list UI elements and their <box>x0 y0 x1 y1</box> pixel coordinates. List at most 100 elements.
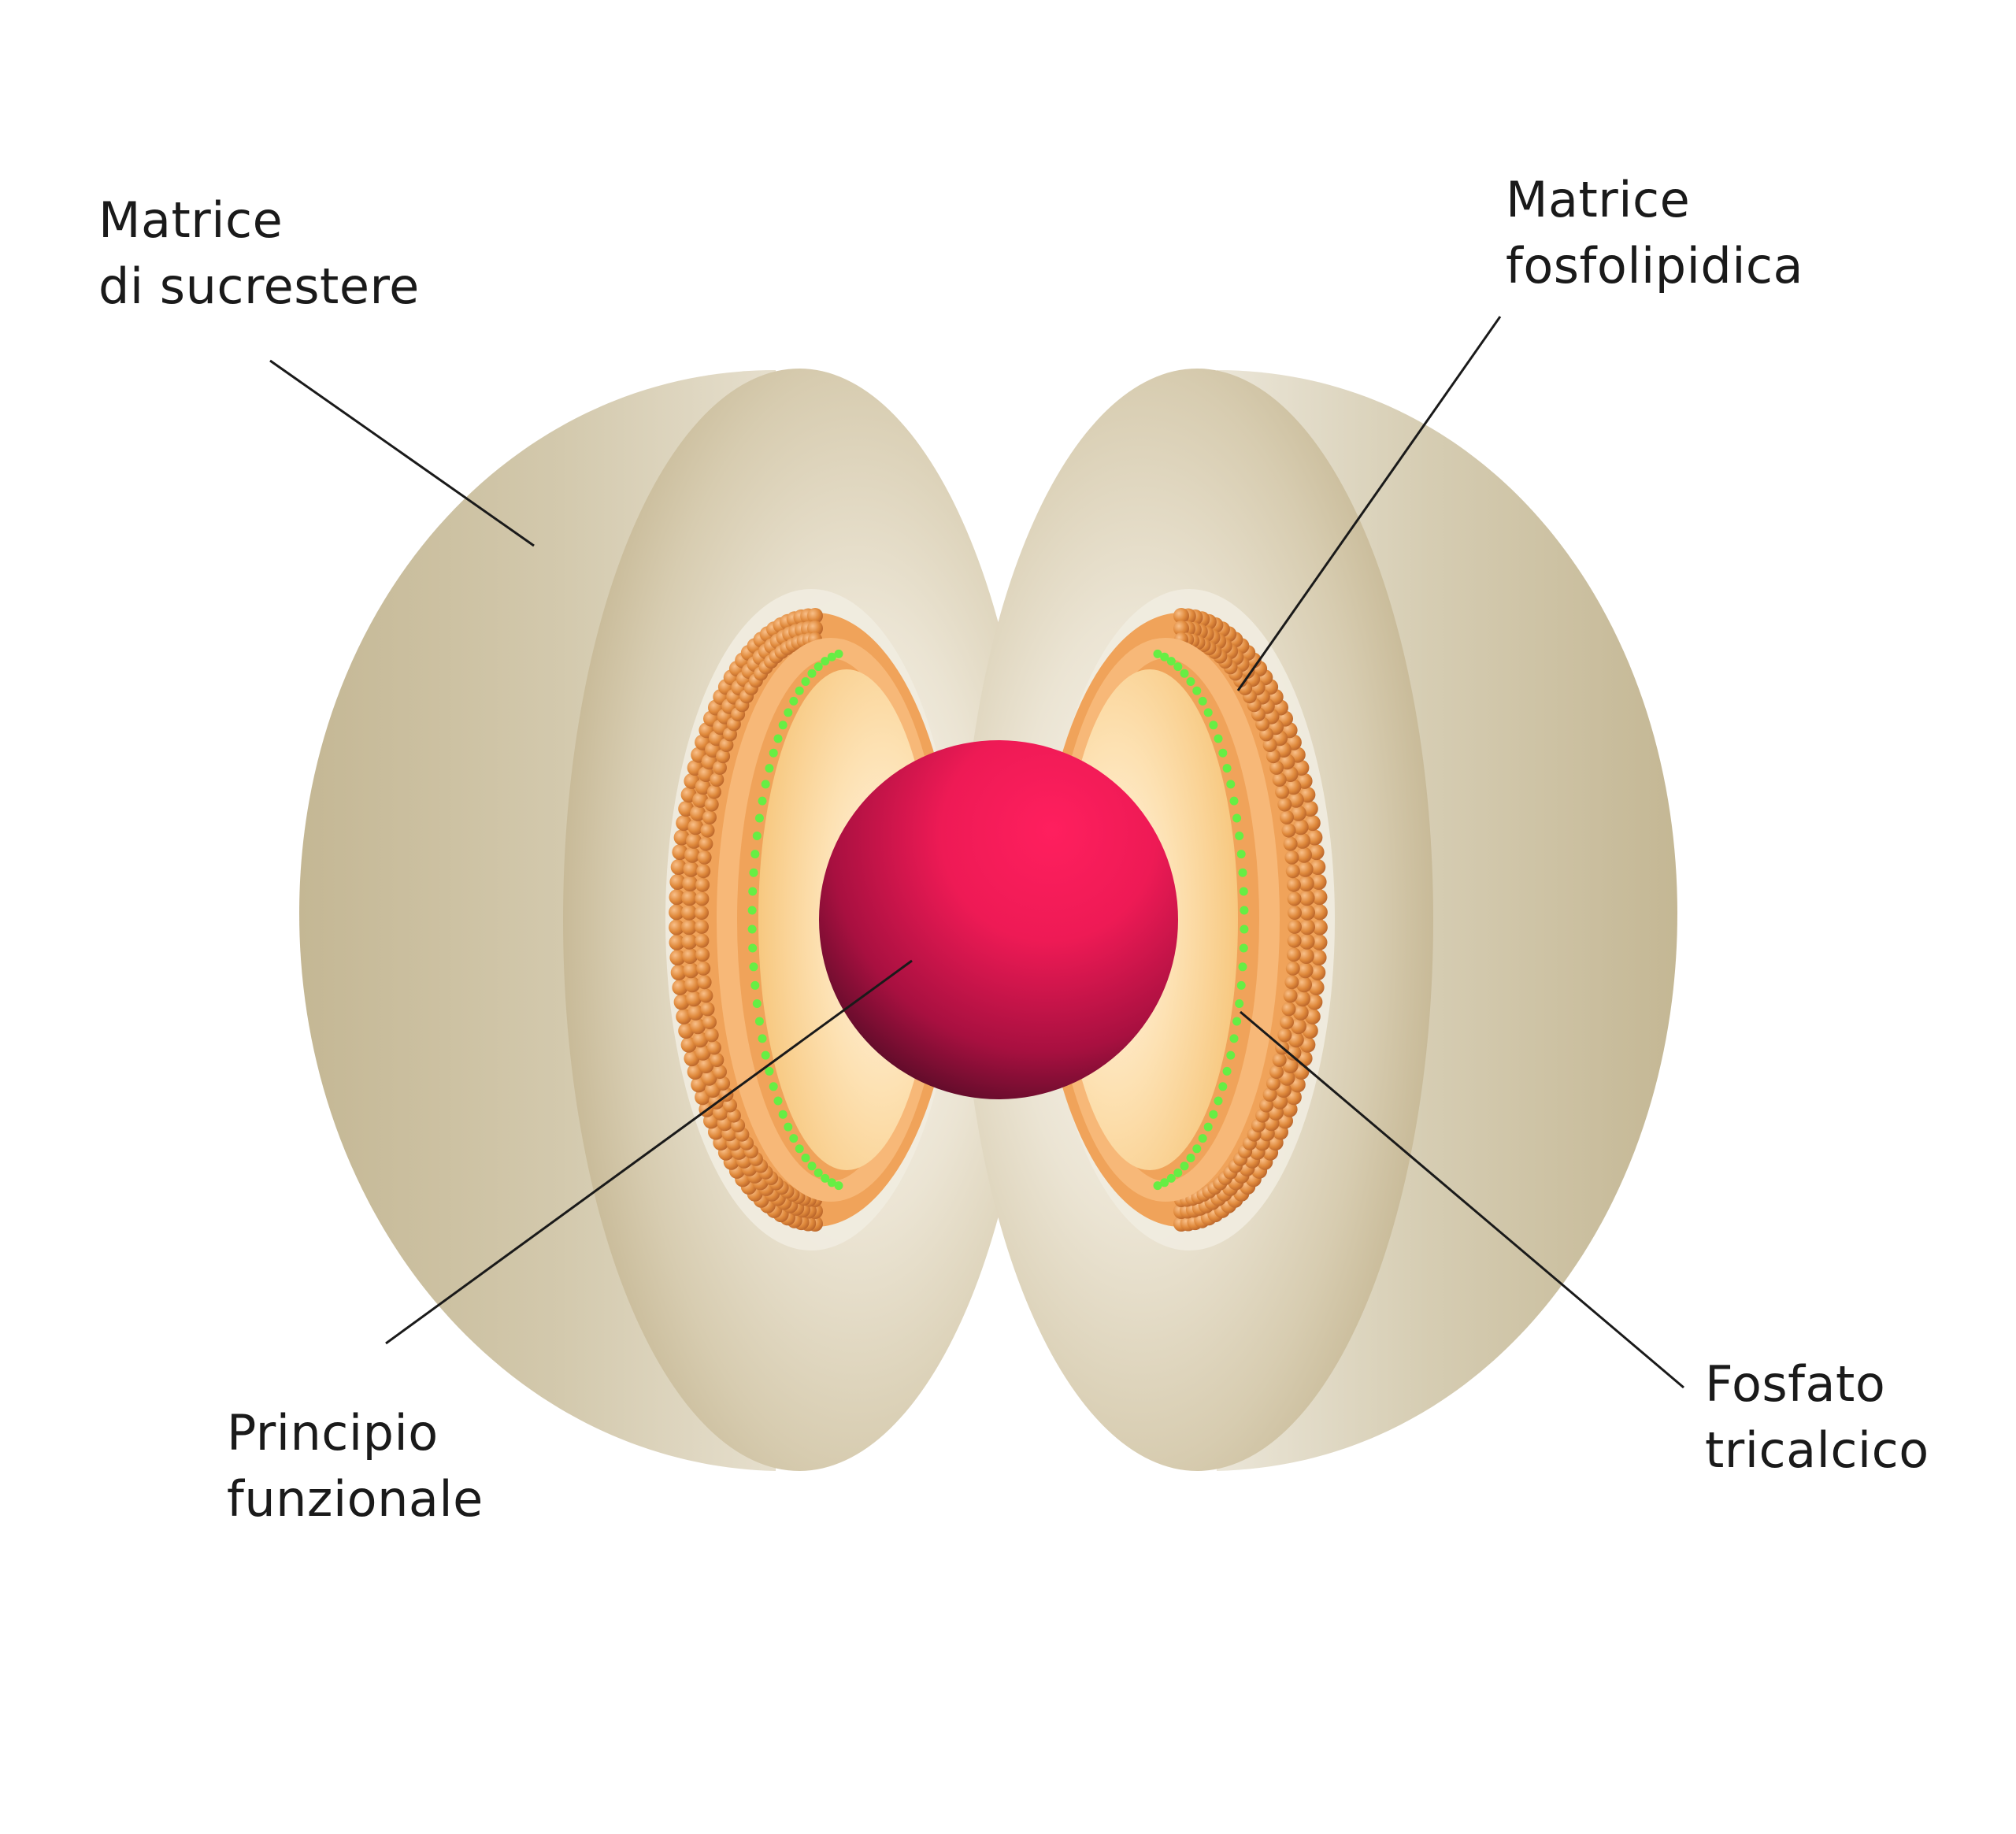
label-phospholipid-matrix: Matrice fosfolipidica <box>1506 167 1803 299</box>
tricalcium-phosphate-dot <box>769 1082 778 1091</box>
lipid-head-bead <box>1298 948 1314 964</box>
lipid-head-bead <box>1266 749 1280 764</box>
lipid-head-bead <box>1292 1004 1309 1021</box>
lipid-head-bead <box>1308 979 1325 995</box>
lipid-head-bead <box>684 976 700 993</box>
leader-line-fosfolipidica <box>1236 316 1502 691</box>
tricalcium-phosphate-dot <box>778 721 788 730</box>
tricalcium-phosphate-dot <box>821 657 830 666</box>
lipid-head-bead <box>1285 1044 1302 1061</box>
lipid-head-bead <box>696 961 711 976</box>
lipid-head-bead <box>1280 810 1294 824</box>
leader-lines <box>269 316 1684 1389</box>
tricalcium-phosphate-dot <box>1235 832 1244 840</box>
lipid-head-bead <box>669 874 686 890</box>
tricalcium-phosphate-dot <box>752 832 762 840</box>
lipid-head-bead <box>1269 760 1284 775</box>
tricalcium-phosphate-dot <box>1226 780 1236 789</box>
tricalcium-phosphate-dot <box>821 1173 830 1183</box>
lipid-head-bead <box>1308 844 1325 861</box>
lipid-head-bead <box>696 864 711 879</box>
tricalcium-phosphate-dot <box>834 649 843 658</box>
lipid-head-bead <box>1290 805 1306 821</box>
tricalcium-phosphate-dot <box>749 868 758 877</box>
lipid-head-bead <box>1297 861 1314 877</box>
tricalcium-phosphate-dot <box>784 1122 793 1132</box>
tricalcium-phosphate-dot <box>748 887 758 896</box>
lipid-head-bead <box>681 890 698 906</box>
tricalcium-phosphate-dot <box>1240 924 1249 934</box>
lipid-head-bead <box>1277 797 1292 812</box>
lipid-head-bead <box>1292 819 1309 835</box>
lipid-head-bead <box>1280 1015 1294 1030</box>
lipid-head-bead <box>1277 1028 1292 1043</box>
tricalcium-phosphate-dot <box>1173 1168 1183 1177</box>
lipid-head-bead <box>1286 947 1301 962</box>
lipid-head-bead <box>1299 904 1315 921</box>
lipid-head-bead <box>681 904 697 921</box>
tricalcium-phosphate-dot <box>1218 748 1228 758</box>
tricalcium-phosphate-dot <box>784 708 793 717</box>
tricalcium-phosphate-dot <box>761 780 770 789</box>
lipid-head-bead <box>672 844 688 861</box>
tricalcium-phosphate-dot <box>1222 1066 1232 1076</box>
lipid-head-bead <box>1272 773 1287 787</box>
lipid-head-bead <box>1288 1032 1304 1048</box>
lipid-head-bead <box>1282 766 1299 782</box>
tricalcium-phosphate-dot <box>1229 1034 1239 1043</box>
tricalcium-phosphate-dot <box>765 764 774 773</box>
tricalcium-phosphate-dot <box>1209 1110 1218 1119</box>
lipid-head-bead <box>1290 1018 1306 1035</box>
lipid-head-bead <box>700 823 715 838</box>
lipid-head-bead <box>713 1065 727 1080</box>
tricalcium-phosphate-dot <box>752 999 762 1008</box>
lipid-head-bead <box>692 1032 709 1048</box>
tricalcium-phosphate-dot <box>1209 721 1218 730</box>
tricalcium-phosphate-dot <box>754 1017 764 1026</box>
lipid-head-bead <box>1310 950 1327 965</box>
label-sucrose-ester-matrix: Matrice di sucrestere <box>98 187 420 320</box>
tricalcium-phosphate-dot <box>1173 662 1183 672</box>
lipid-head-bead <box>1285 779 1302 795</box>
label-tricalcium-phosphate: Fosfato tricalcico <box>1705 1351 1929 1484</box>
tricalcium-phosphate-dot <box>758 796 767 806</box>
tricalcium-phosphate-dot <box>1232 1017 1242 1026</box>
label-fosfolipidica-line2: fosfolipidica <box>1506 237 1804 295</box>
label-fosfato-line2: tricalcico <box>1705 1421 1929 1479</box>
lipid-head-bead <box>690 805 706 821</box>
tricalcium-phosphate-dot <box>1203 1122 1213 1132</box>
label-functional-principle: Principio funzionale <box>227 1400 484 1532</box>
lipid-head-bead <box>706 1040 721 1055</box>
tricalcium-phosphate-dot <box>750 980 760 990</box>
tricalcium-phosphate-dot <box>769 748 778 758</box>
lipid-head-bead <box>1285 864 1300 879</box>
tricalcium-phosphate-dot <box>1186 1154 1195 1162</box>
label-sucrestere-line1: Matrice <box>98 191 284 249</box>
tricalcium-phosphate-dot <box>1160 652 1169 661</box>
lipid-head-bead <box>695 877 710 892</box>
lipid-head-bead <box>683 962 699 979</box>
lipid-head-bead <box>704 797 719 812</box>
tricalcium-phosphate-dot <box>749 962 758 972</box>
lipid-head-bead <box>669 934 685 950</box>
lipid-head-bead <box>702 810 717 824</box>
leader-line-sucrestere <box>269 359 535 547</box>
lipid-head-bead <box>702 1015 717 1030</box>
tricalcium-phosphate-dot <box>754 813 764 823</box>
lipid-head-bead <box>1299 890 1315 906</box>
lipid-head-bead <box>676 815 692 832</box>
tricalcium-phosphate-dot <box>1192 1144 1202 1154</box>
lipid-head-bead <box>676 1008 692 1024</box>
tricalcium-phosphate-dot <box>801 677 810 686</box>
lipid-head-bead <box>669 904 685 921</box>
tricalcium-phosphate-dot <box>1214 734 1223 743</box>
tricalcium-phosphate-dot <box>827 1178 836 1187</box>
lipid-head-bead <box>1306 994 1323 1010</box>
lipid-head-bead <box>699 988 713 1003</box>
lipid-head-bead <box>1281 1002 1296 1017</box>
lipid-head-bead <box>1272 1053 1287 1067</box>
lipid-head-bead <box>1283 836 1298 851</box>
tricalcium-phosphate-dot <box>761 1050 770 1060</box>
tricalcium-phosphate-dot <box>789 1134 799 1143</box>
lipid-head-bead <box>695 947 710 962</box>
